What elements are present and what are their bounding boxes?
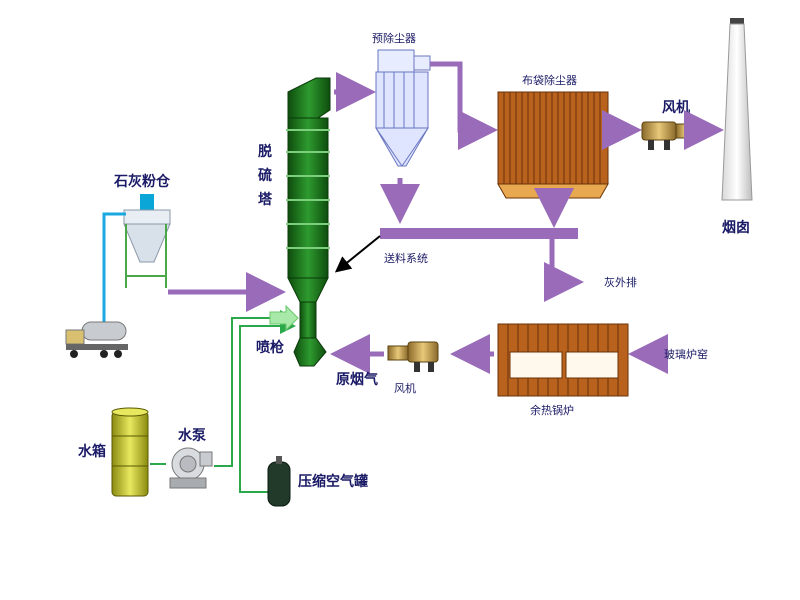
chimney bbox=[721, 18, 753, 201]
chimney-label: 烟囱 bbox=[722, 219, 750, 236]
bag-filter bbox=[497, 91, 609, 199]
tower-label-char: 硫 bbox=[258, 167, 272, 184]
pre-dust-collector-label: 预除尘器 bbox=[372, 31, 416, 45]
lime-silo bbox=[123, 194, 171, 288]
air-tank-label: 压缩空气罐 bbox=[298, 473, 368, 490]
conveying-system-label: 送料系统 bbox=[384, 251, 428, 265]
nozzle-label: 喷枪 bbox=[256, 339, 284, 356]
air-tank bbox=[267, 456, 291, 507]
raw-flue-gas-label: 原烟气 bbox=[336, 371, 378, 388]
pre-dust-collector bbox=[375, 49, 431, 167]
water-pump bbox=[169, 447, 213, 489]
recirculation-arrow bbox=[334, 235, 381, 273]
desulfurization-tower bbox=[286, 77, 331, 367]
fan-top-label: 风机 bbox=[662, 99, 690, 116]
water-pump-label: 水泵 bbox=[178, 427, 206, 444]
water-tank bbox=[111, 407, 149, 497]
flue-gas-flow-arrows bbox=[168, 61, 724, 374]
conveying-system-bar bbox=[380, 228, 578, 239]
fan-bottom bbox=[387, 341, 439, 372]
water-air-lines bbox=[150, 310, 296, 493]
waste-heat-boiler-label: 余热锅炉 bbox=[530, 403, 574, 417]
waste-heat-boiler bbox=[497, 323, 629, 397]
ash-discharge-label: 灰外排 bbox=[604, 275, 637, 289]
lime-silo-label: 石灰粉仓 bbox=[113, 173, 171, 190]
bag-filter-label: 布袋除尘器 bbox=[522, 73, 577, 87]
fan-top bbox=[641, 121, 695, 150]
fan-bottom-label: 风机 bbox=[394, 381, 416, 395]
tower-label: 脱 硫 塔 bbox=[258, 143, 273, 208]
tower-label-char: 脱 bbox=[258, 143, 272, 160]
nozzle-arrow bbox=[269, 304, 299, 332]
glass-furnace-label: 玻璃炉窑 bbox=[664, 347, 708, 361]
lime-feed-line bbox=[102, 212, 126, 330]
tower-label-char: 塔 bbox=[258, 191, 273, 208]
tanker-truck bbox=[65, 321, 128, 358]
water-tank-label: 水箱 bbox=[78, 443, 106, 460]
